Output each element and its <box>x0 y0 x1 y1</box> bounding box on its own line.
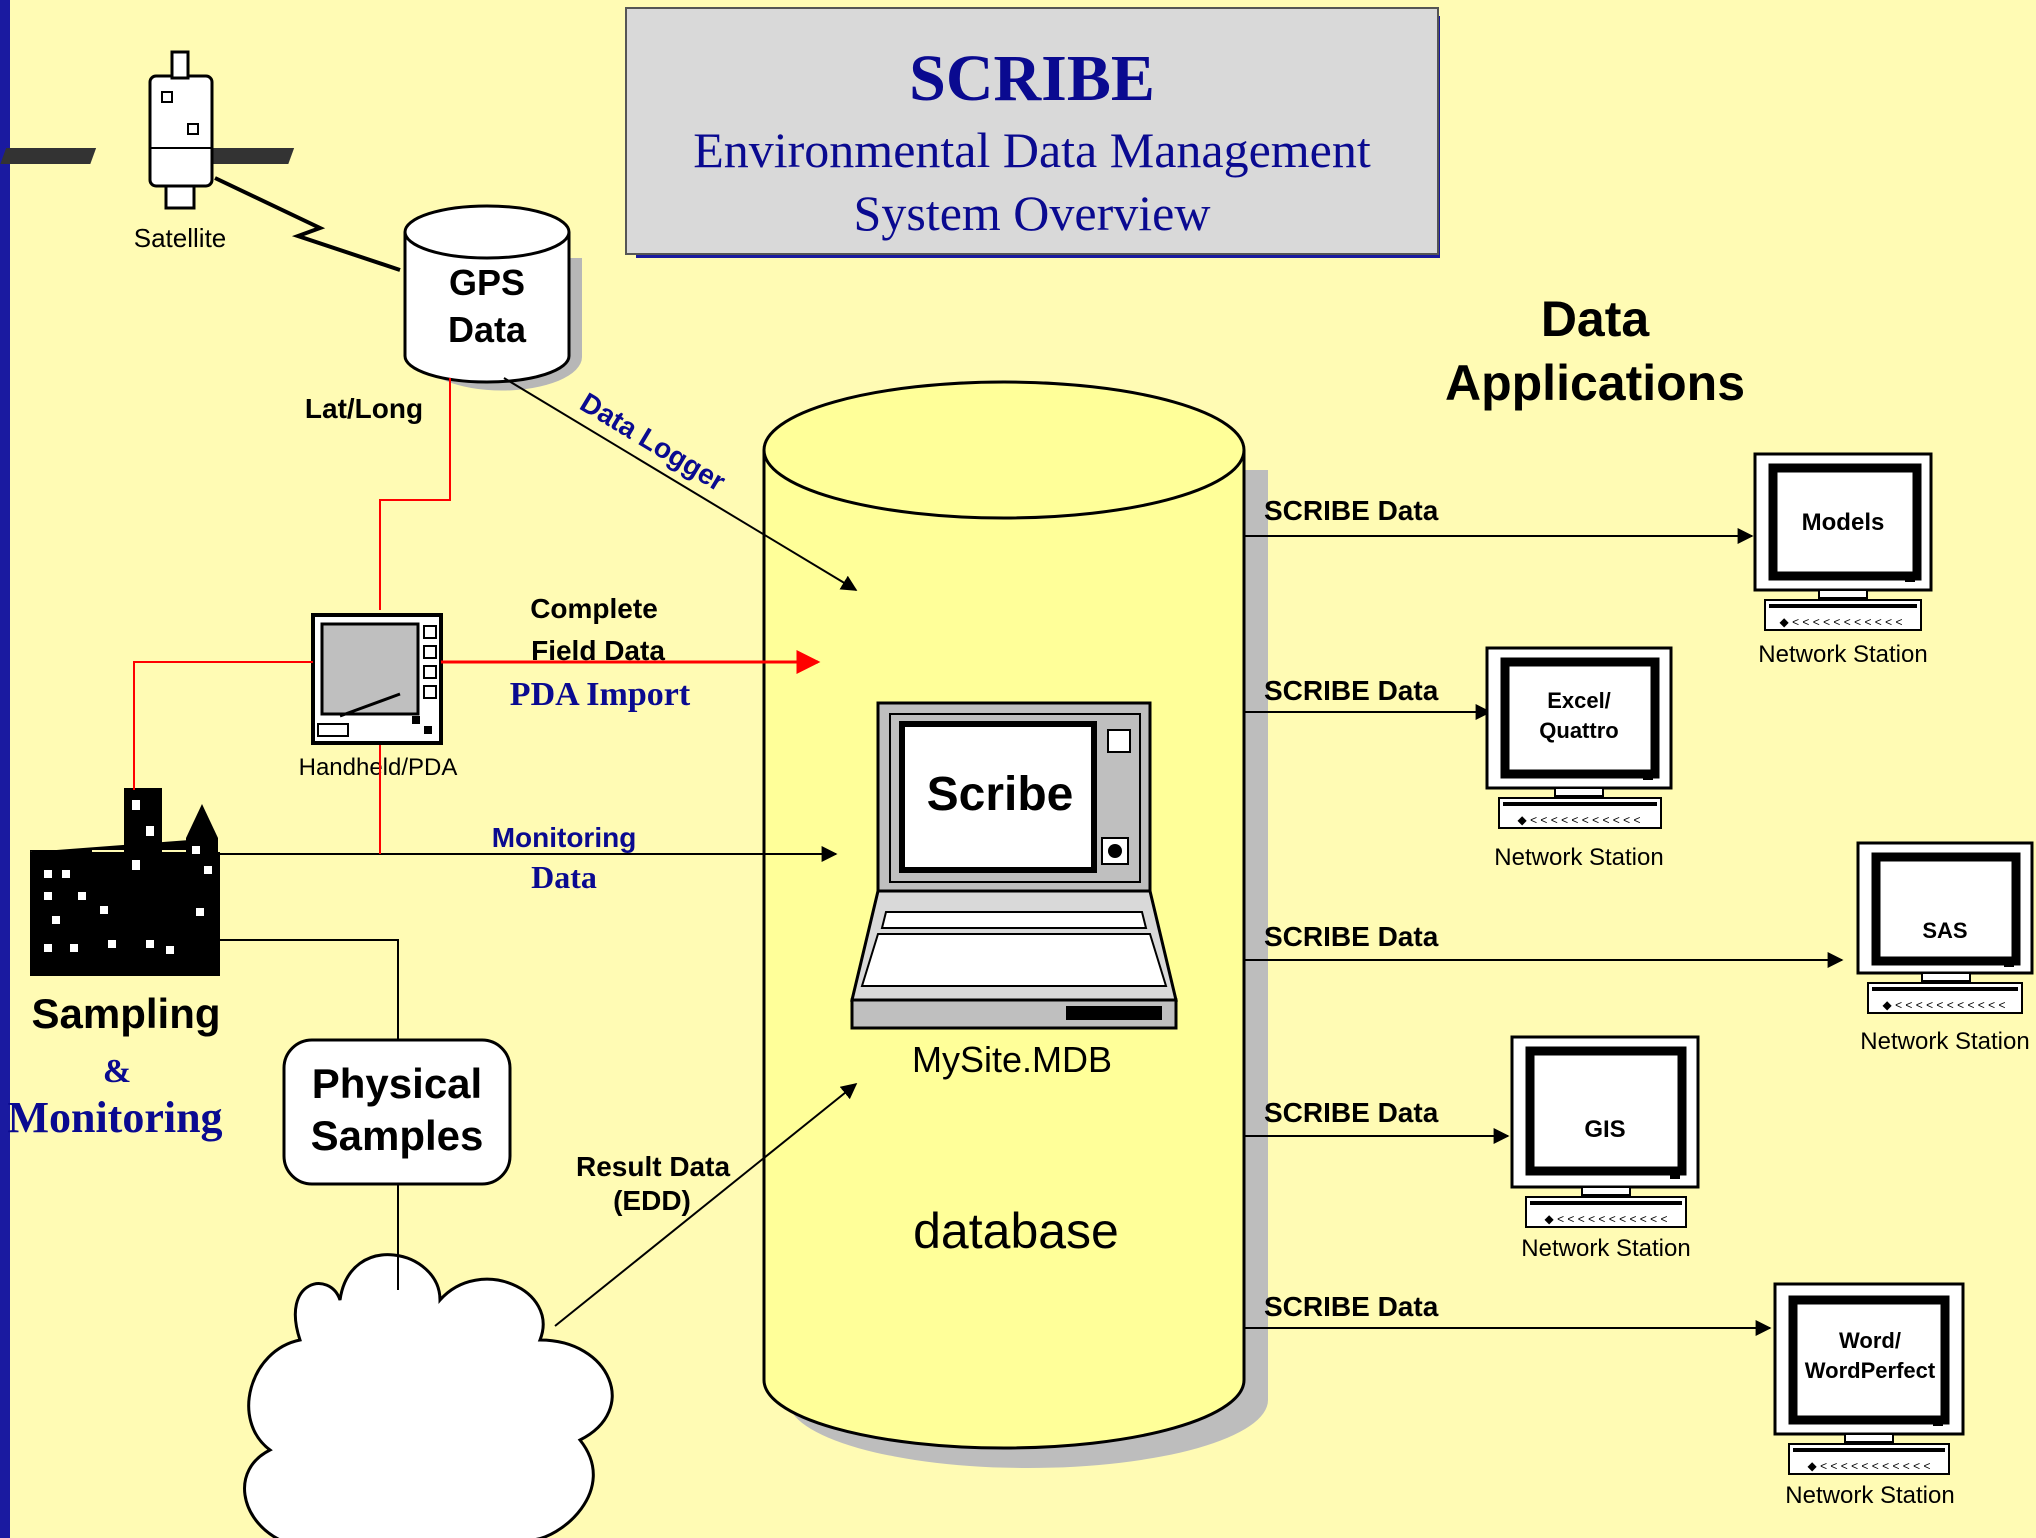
lab-cloud-shape <box>243 1253 614 1538</box>
title-text: SCRIBE <box>909 42 1155 115</box>
complete-label-line2: Field Data <box>531 635 665 666</box>
pda-import-label: PDA Import <box>510 676 691 713</box>
sampling-amp: & <box>103 1053 131 1090</box>
station-caption-1: Network Station <box>1758 641 1927 668</box>
network-station-sas: ◆ < < < < < < < < < < < <box>1856 841 2034 1014</box>
result-data-line1: Result Data <box>576 1151 730 1182</box>
database-label: database <box>913 1203 1119 1259</box>
station-app-models: Models <box>1802 509 1885 536</box>
sampling-to-physical-edge <box>220 939 399 1040</box>
result-data-edge <box>554 1082 858 1327</box>
signal-bolt <box>214 176 401 272</box>
pda-to-sampling-red-line <box>133 661 313 790</box>
handheld-label: Handheld/PDA <box>299 754 458 781</box>
gps-data-cylinder: GPS Data <box>403 204 582 391</box>
station-caption-5: Network Station <box>1785 1482 1954 1509</box>
data-applications-line1: Data <box>1541 291 1651 347</box>
data-applications-line2: Applications <box>1445 355 1745 411</box>
scribe-data-label-2: SCRIBE Data <box>1264 675 1439 706</box>
station-caption-2: Network Station <box>1494 844 1663 871</box>
gps-label-line2: Data <box>448 309 527 350</box>
complete-label-line1: Complete <box>530 593 658 624</box>
gps-label-line1: GPS <box>449 262 525 303</box>
sampling-city-icon <box>30 788 220 976</box>
station-app-sas: SAS <box>1922 918 1967 943</box>
station-app-excel-line1: Excel/ <box>1547 688 1611 713</box>
station-caption-4: Network Station <box>1521 1235 1690 1262</box>
latlong-red-line <box>379 378 451 610</box>
physical-label-line2: Samples <box>311 1112 484 1159</box>
result-data-line2: (EDD) <box>613 1185 691 1216</box>
physical-label-line1: Physical <box>312 1060 482 1107</box>
data-logger-label: Data Logger <box>575 387 731 498</box>
station-app-gis: GIS <box>1584 1116 1625 1143</box>
station-app-excel-line2: Quattro <box>1539 718 1618 743</box>
svg-text:◆ < < < < < < < < < < <: ◆ < < < < < < < < < < < <box>1518 813 1641 827</box>
mysite-mdb-label: MySite.MDB <box>912 1039 1112 1080</box>
svg-text:◆ < < < < < < < < < < <: ◆ < < < < < < < < < < < <box>1780 615 1903 629</box>
subtitle-line-2: System Overview <box>854 185 1211 241</box>
gps-to-database-edge <box>503 377 858 591</box>
subtitle-line-1: Environmental Data Management <box>693 122 1371 178</box>
title-box: SCRIBE Environmental Data Management Sys… <box>625 7 1440 258</box>
satellite-icon <box>0 50 295 210</box>
left-accent-bar <box>0 0 10 1538</box>
satellite-label: Satellite <box>134 223 227 253</box>
monitoring-data-line2: Data <box>531 859 597 895</box>
latlong-label: Lat/Long <box>305 393 423 424</box>
svg-text:◆ < < < < < < < < < < <: ◆ < < < < < < < < < < < <box>1545 1212 1668 1226</box>
scribe-data-label-3: SCRIBE Data <box>1264 921 1439 952</box>
svg-text:◆ < < < < < < < < < < <: ◆ < < < < < < < < < < < <box>1808 1459 1931 1473</box>
station-app-word-line2: WordPerfect <box>1805 1358 1936 1383</box>
network-station-models: ◆ < < < < < < < < < < < <box>1753 452 1933 631</box>
sampling-label: Sampling <box>31 990 220 1037</box>
scribe-label: Scribe <box>927 768 1074 821</box>
svg-text:◆ < < < < < < < < < < <: ◆ < < < < < < < < < < < <box>1883 998 2006 1012</box>
scribe-data-label-1: SCRIBE Data <box>1264 495 1439 526</box>
network-station-gis: ◆ < < < < < < < < < < < <box>1510 1035 1700 1228</box>
station-caption-3: Network Station <box>1860 1028 2029 1055</box>
handheld-pda-icon <box>311 613 443 745</box>
station-app-word-line1: Word/ <box>1839 1328 1901 1353</box>
scribe-data-label-5: SCRIBE Data <box>1264 1291 1439 1322</box>
network-station-word: ◆ < < < < < < < < < < < <box>1773 1282 1965 1475</box>
monitoring-data-line1: Monitoring <box>492 822 637 853</box>
scribe-data-label-4: SCRIBE Data <box>1264 1097 1439 1128</box>
scribe-laptop-icon: Scribe <box>850 701 1178 1030</box>
network-station-excel: ◆ < < < < < < < < < < < <box>1485 646 1673 829</box>
monitoring-label: Monitoring <box>7 1093 222 1142</box>
